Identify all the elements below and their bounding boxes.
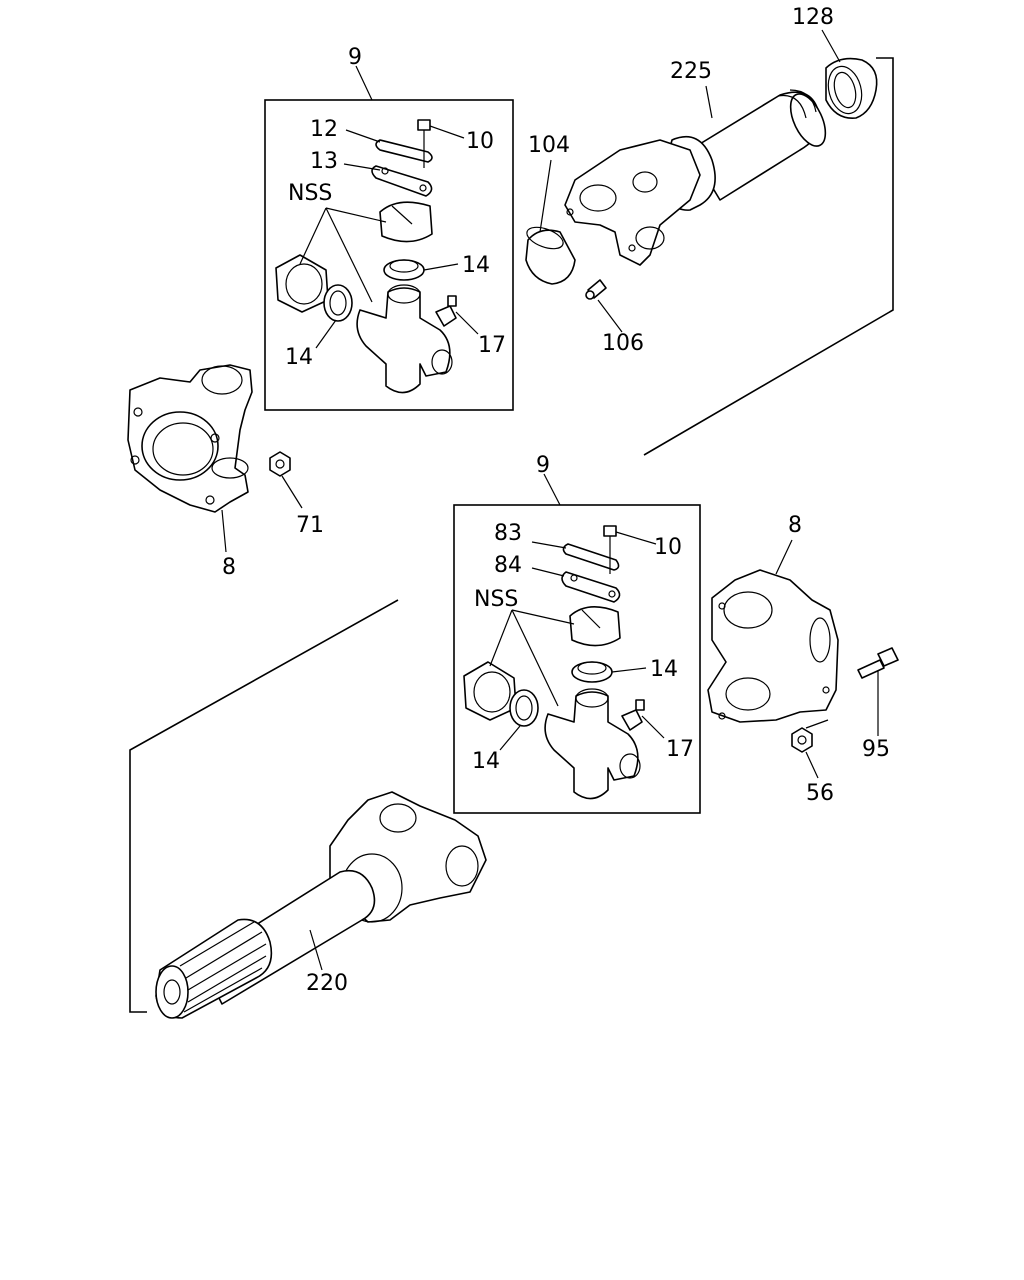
slip-tube-225	[564, 89, 827, 266]
label-95: 95	[862, 737, 890, 762]
spline-shaft-220	[155, 791, 487, 1019]
assembly-frame-top	[643, 57, 894, 456]
nut-71	[269, 451, 291, 477]
cap-104	[525, 226, 576, 285]
label-14-top-right: 14	[462, 253, 490, 278]
label-104: 104	[528, 133, 570, 158]
label-8-right: 8	[788, 513, 802, 538]
top-kit-contents	[275, 119, 457, 394]
seal-ring-128	[825, 57, 878, 119]
nut-56	[791, 727, 813, 753]
label-220: 220	[306, 971, 348, 996]
label-83: 83	[494, 521, 522, 546]
label-9-bottom: 9	[536, 453, 550, 478]
bolt-95	[857, 647, 899, 679]
label-14-bottom-right: 14	[650, 657, 678, 682]
label-14-top-left: 14	[285, 345, 313, 370]
label-17-bottom: 17	[666, 737, 694, 762]
label-13: 13	[310, 149, 338, 174]
flange-yoke-left	[127, 364, 253, 513]
label-17-top: 17	[478, 333, 506, 358]
label-10-bottom: 10	[654, 535, 682, 560]
label-14-bottom-left: 14	[472, 749, 500, 774]
label-nss-top: NSS	[288, 181, 332, 206]
flange-yoke-right	[707, 569, 839, 723]
label-12: 12	[310, 117, 338, 142]
label-8-left: 8	[222, 555, 236, 580]
label-84: 84	[494, 553, 522, 578]
label-56: 56	[806, 781, 834, 806]
label-106: 106	[602, 331, 644, 356]
label-9-top: 9	[348, 45, 362, 70]
label-225: 225	[670, 59, 712, 84]
kit-box-top	[264, 99, 514, 411]
bottom-kit-contents	[463, 525, 645, 800]
label-nss-bottom: NSS	[474, 587, 518, 612]
grease-fitting-106	[585, 279, 607, 300]
assembly-frame-bottom	[129, 599, 399, 1013]
leader-lines	[221, 29, 879, 971]
label-10-top: 10	[466, 129, 494, 154]
label-128: 128	[792, 5, 834, 30]
label-71: 71	[296, 513, 324, 538]
kit-box-bottom	[453, 504, 701, 814]
